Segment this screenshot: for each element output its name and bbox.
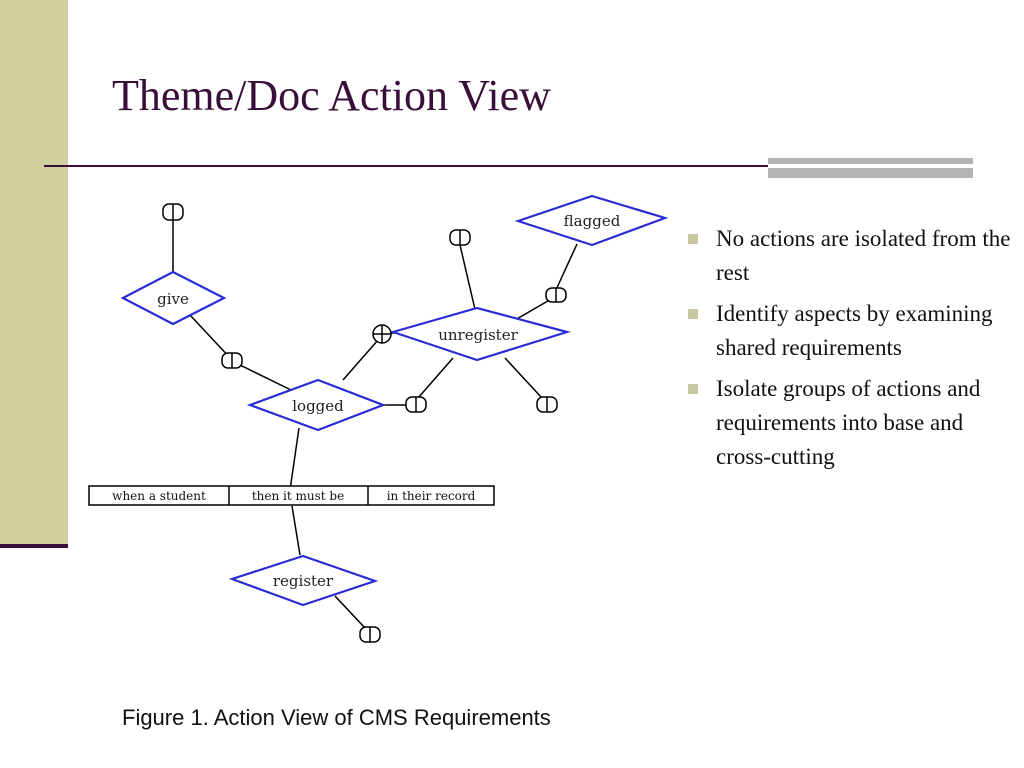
slide-title: Theme/Doc Action View: [112, 71, 551, 120]
action-logged-label: logged: [292, 397, 344, 415]
edge-register-req: [334, 595, 366, 629]
requirement-text-box: when a student then it must be in their …: [88, 485, 495, 506]
edge-req-unreg2: [417, 357, 454, 399]
bullet-list: No actions are isolated from the rest Id…: [686, 222, 1016, 481]
requirement-node-unregister-bottom: [536, 396, 558, 413]
requirement-cell: in their record: [387, 489, 476, 503]
requirement-cell: when a student: [112, 489, 206, 503]
requirement-node-register: [359, 626, 381, 643]
edge-logged-down: [289, 427, 300, 491]
title-accent-gap: [768, 164, 973, 168]
action-flagged-diamond: [514, 194, 669, 247]
requirement-node-flagged: [545, 287, 567, 303]
edge-give-req: [189, 314, 233, 361]
edge-flagged-req: [554, 243, 578, 293]
bullet-text: Identify aspects by examining shared req…: [716, 301, 993, 360]
action-register-diamond: [228, 554, 379, 607]
figure-caption: Figure 1. Action View of CMS Requirement…: [122, 705, 551, 730]
bullet-item: No actions are isolated from the rest: [686, 222, 1016, 290]
action-unregister-label: unregister: [438, 326, 518, 344]
action-unregister-diamond: [389, 306, 571, 362]
bullet-text: No actions are isolated from the rest: [716, 226, 1011, 285]
action-logged-diamond: [246, 378, 387, 432]
requirement-node-unregister-top: [449, 229, 471, 246]
edge-logged-circle: [342, 339, 379, 381]
title-accent-bar: [768, 158, 973, 178]
edge-down-register: [291, 505, 301, 556]
requirement-node-logged-unregister: [405, 396, 427, 413]
left-decor-band: [0, 0, 68, 548]
bullet-square-icon: [688, 384, 698, 394]
action-give-diamond: [120, 270, 227, 326]
edge-req-logged: [239, 364, 296, 393]
requirement-node-circle: [372, 324, 392, 344]
edge-unreg-top: [459, 244, 478, 319]
left-band-rule: [0, 544, 68, 548]
action-view-diagram: flagged give unregister logged register: [88, 194, 669, 643]
bullet-square-icon: [688, 309, 698, 319]
edge-unreg-bottom: [504, 357, 543, 399]
action-flagged-label: flagged: [564, 212, 621, 230]
bullet-item: Isolate groups of actions and requiremen…: [686, 372, 1016, 474]
edge-req-unreg: [514, 297, 554, 321]
action-register-label: register: [273, 572, 334, 590]
bullet-text: Isolate groups of actions and requiremen…: [716, 376, 981, 469]
requirement-cell: then it must be: [252, 489, 344, 503]
requirement-node-give-top: [162, 203, 184, 221]
title-divider: [44, 165, 972, 167]
bullet-item: Identify aspects by examining shared req…: [686, 297, 1016, 365]
action-give-label: give: [157, 290, 189, 308]
requirement-node-give-logged: [221, 352, 243, 369]
bullet-square-icon: [688, 234, 698, 244]
